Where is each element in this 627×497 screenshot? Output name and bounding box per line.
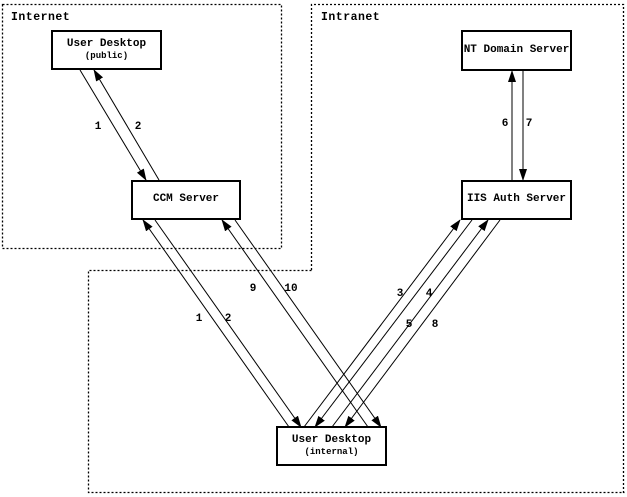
zone-outline-intranet — [310, 3, 625, 493]
node-nt-domain-server: NT Domain Server — [461, 30, 572, 71]
edge-label-7: 7 — [525, 118, 533, 130]
edge-2-ccm-to-public — [93, 69, 160, 181]
edge-1-internal-to-ccm — [142, 219, 290, 428]
edge-label-1-public: 1 — [94, 121, 102, 133]
zone-outline-internal — [87, 269, 625, 494]
edge-4-iis-to-internal — [314, 219, 473, 428]
zone-label-intranet: Intranet — [321, 11, 381, 24]
node-subtitle: (internal) — [304, 446, 359, 457]
edge-label-6: 6 — [501, 118, 509, 130]
zone-label-internet: Internet — [11, 11, 71, 24]
node-title: CCM Server — [152, 193, 219, 206]
edge-10-ccm-to-internal — [234, 219, 382, 428]
zone-outline-internet — [1, 3, 283, 250]
node-title: User Desktop — [291, 434, 372, 447]
edge-label-2-public: 2 — [134, 121, 142, 133]
node-iis-auth-server: IIS Auth Server — [461, 180, 572, 220]
node-title: User Desktop — [66, 38, 147, 51]
edge-9-internal-to-ccm — [221, 219, 369, 428]
edge-2-ccm-to-internal — [154, 219, 302, 428]
node-user-desktop-internal: User Desktop (internal) — [276, 426, 387, 466]
edge-label-3: 3 — [396, 288, 404, 300]
node-title: IIS Auth Server — [466, 193, 567, 206]
edge-8-iis-to-internal — [344, 219, 501, 428]
edge-label-2-internal: 2 — [224, 313, 232, 325]
edge-label-8: 8 — [431, 319, 439, 331]
edge-label-9: 9 — [249, 283, 257, 295]
edge-label-5: 5 — [405, 319, 413, 331]
node-user-desktop-public: User Desktop (public) — [51, 30, 162, 70]
edge-label-10: 10 — [284, 283, 298, 295]
edge-3-internal-to-iis — [303, 219, 461, 428]
node-title: NT Domain Server — [463, 43, 570, 56]
edge-1-public-to-ccm — [79, 69, 147, 181]
edge-label-1-internal: 1 — [195, 313, 203, 325]
edge-label-4: 4 — [425, 288, 433, 300]
node-ccm-server: CCM Server — [131, 180, 241, 220]
edge-5-internal-to-iis — [331, 219, 489, 428]
node-subtitle: (public) — [84, 50, 129, 61]
